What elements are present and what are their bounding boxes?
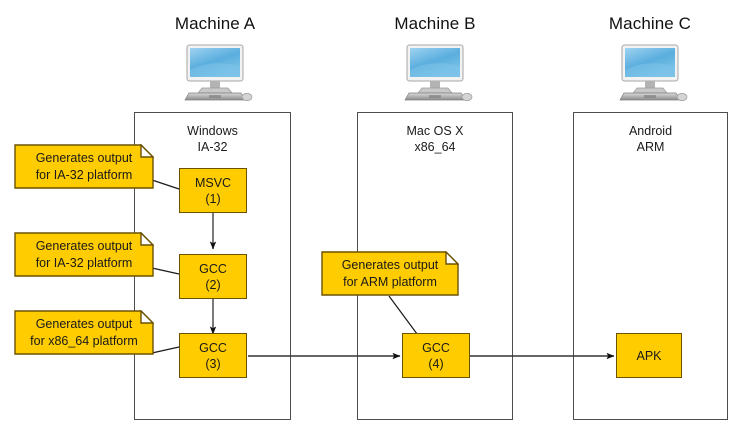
machine-a-title: Machine A (174, 14, 256, 33)
machine-c-title: Machine C (608, 14, 692, 33)
machine-c-platform-label: Android ARM (628, 124, 673, 154)
note-arm-text: Generates output for ARM platform (341, 257, 439, 289)
note-shape-icon (14, 232, 154, 277)
node-gcc-2[interactable]: GCC (2) (179, 254, 247, 299)
note-ia32-1[interactable]: Generates output for IA-32 platform (14, 144, 154, 189)
note-shape-icon (14, 310, 154, 355)
note-arm[interactable]: Generates output for ARM platform (321, 251, 459, 296)
machine-b-platform-label: Mac OS X x86_64 (406, 124, 464, 154)
node-gcc-4[interactable]: GCC (4) (402, 333, 470, 378)
machine-b-title: Machine B (394, 14, 476, 33)
desktop-computer-icon-a (176, 42, 254, 102)
note-ia32-2[interactable]: Generates output for IA-32 platform (14, 232, 154, 277)
node-apk[interactable]: APK (616, 333, 682, 378)
note-ia32-2-text: Generates output for IA-32 platform (35, 238, 133, 270)
node-msvc-1[interactable]: MSVC (1) (179, 168, 247, 213)
note-x8664-text: Generates output for x86_64 platform (30, 316, 138, 348)
note-ia32-1-text: Generates output for IA-32 platform (35, 150, 133, 182)
note-shape-icon (14, 144, 154, 189)
node-gcc-3[interactable]: GCC (3) (179, 333, 247, 378)
desktop-computer-icon-b (396, 42, 474, 102)
machine-a-platform-label: Windows IA-32 (187, 124, 238, 154)
note-shape-icon (321, 251, 459, 296)
note-x8664[interactable]: Generates output for x86_64 platform (14, 310, 154, 355)
desktop-computer-icon-c (611, 42, 689, 102)
machine-c-container: Android ARM (573, 112, 728, 420)
